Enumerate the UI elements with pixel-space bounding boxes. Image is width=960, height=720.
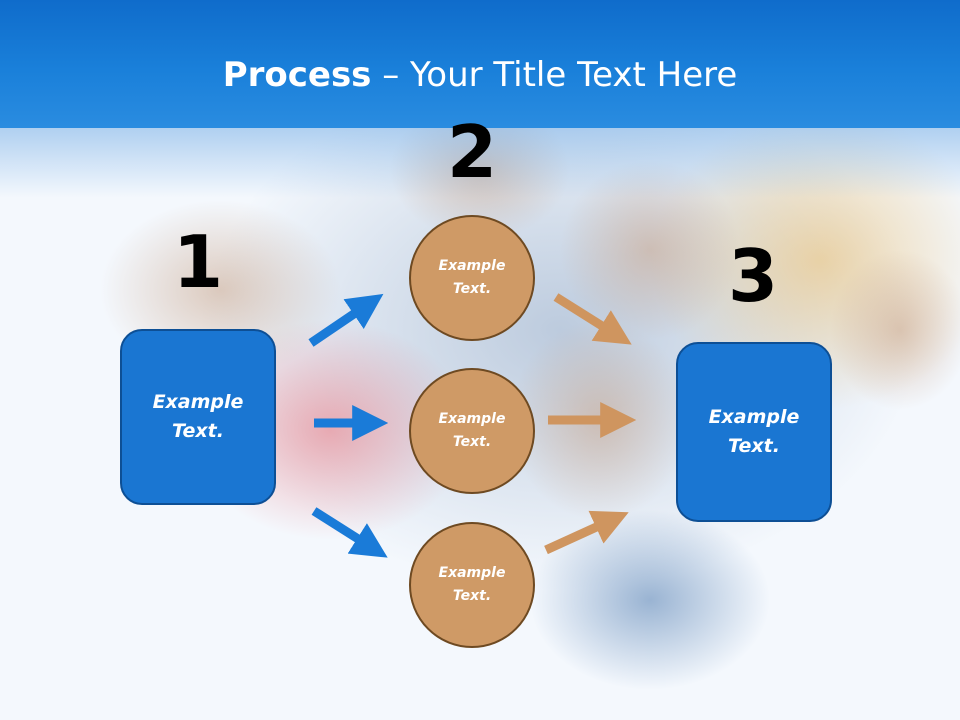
circle-step-3: Example Text. [409,522,535,648]
step-number-2: 2 [446,110,498,194]
start-box-text: Example Text. [152,391,244,442]
title-bar [0,0,960,128]
end-box: Example Text. [676,342,832,522]
start-box: Example Text. [120,329,276,505]
circle-step-2: Example Text. [409,368,535,494]
title-rest: – Your Title Text Here [371,55,738,95]
title-bold: Process [222,55,372,95]
arrow-to-circle-1 [308,293,384,347]
arrow-to-circle-3 [311,507,388,558]
title-bar-fade [0,128,960,198]
end-box-text: Example Text. [708,406,800,457]
circle-1-text: Example Text. [438,258,506,297]
step-number-1: 1 [172,220,224,304]
circle-3-text: Example Text. [438,565,506,604]
circle-2-text: Example Text. [438,411,506,450]
arrow-from-circle-3 [544,510,629,555]
slide-title: Process – Your Title Text Here [0,54,960,96]
step-number-3: 3 [727,234,779,318]
circle-step-1: Example Text. [409,215,535,341]
arrow-from-circle-1 [553,293,632,345]
